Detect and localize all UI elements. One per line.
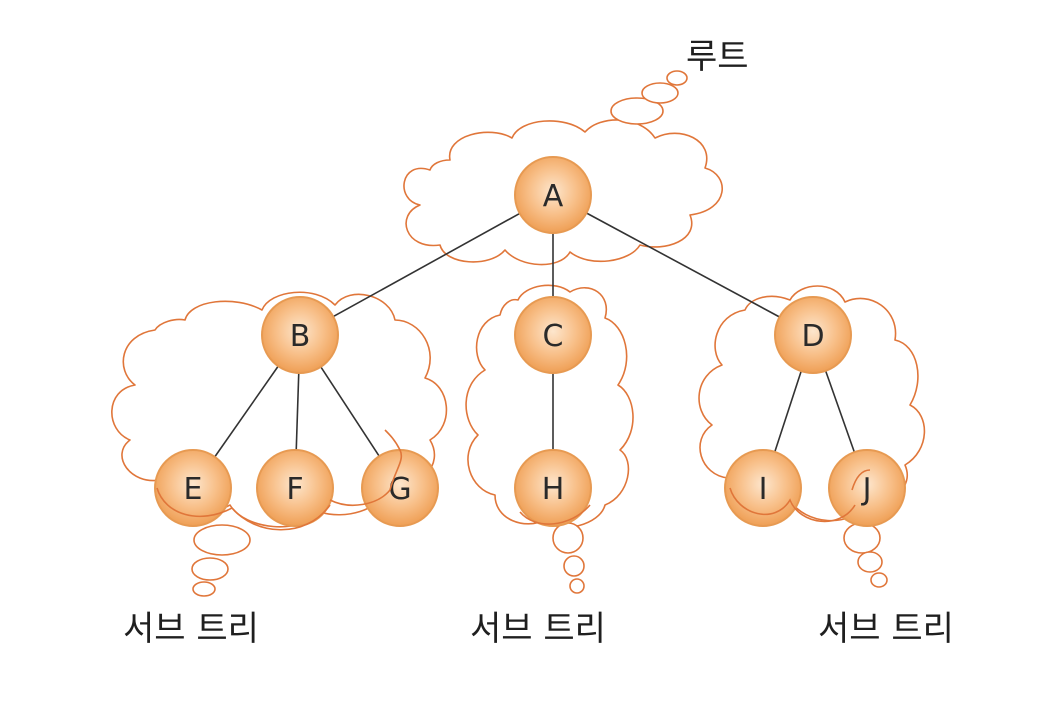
cloud-overlap-j bbox=[851, 469, 871, 491]
cloud-overlap-i bbox=[729, 487, 856, 523]
node-b: B bbox=[261, 296, 339, 374]
root-cloud bbox=[403, 119, 723, 266]
node-circle-j bbox=[828, 449, 906, 527]
subtree-c-cloud bbox=[465, 284, 634, 528]
node-label-b: B bbox=[290, 319, 311, 354]
subtree-label-1: 서브 트리 bbox=[123, 609, 259, 649]
subtree-d-bubble-1 bbox=[843, 522, 881, 554]
cloud-overlap-h bbox=[519, 504, 591, 525]
node-c: C bbox=[514, 296, 592, 374]
node-e: E bbox=[154, 449, 232, 527]
subtree-d-bubble-3 bbox=[870, 572, 888, 588]
node-label-a: A bbox=[543, 179, 564, 214]
cloud-overlap-f bbox=[231, 504, 331, 531]
node-label-e: E bbox=[184, 472, 203, 507]
node-circle-d bbox=[774, 296, 852, 374]
subtree-c-bubble-2 bbox=[563, 555, 585, 577]
node-label-f: F bbox=[286, 472, 303, 507]
node-a: A bbox=[514, 156, 592, 234]
node-circle-f bbox=[256, 449, 334, 527]
subtree-label-3: 서브 트리 bbox=[818, 609, 954, 649]
subtree-d-bubble-2 bbox=[857, 551, 883, 573]
root-bubble-3 bbox=[666, 70, 688, 86]
subtree-b-bubble-1 bbox=[193, 524, 251, 556]
node-label-j: J bbox=[861, 472, 872, 507]
node-label-g: G bbox=[388, 472, 411, 507]
node-circle-b bbox=[261, 296, 339, 374]
node-circle-e bbox=[154, 449, 232, 527]
node-label-c: C bbox=[543, 319, 564, 354]
tree-edges bbox=[214, 212, 856, 458]
edge-d-i bbox=[774, 370, 802, 453]
node-circle-h bbox=[514, 449, 592, 527]
cloud-overlap-g bbox=[329, 429, 403, 506]
edge-a-b bbox=[332, 212, 521, 318]
root-bubble-2 bbox=[641, 82, 679, 104]
tree-nodes: A B C D E F G H I J bbox=[154, 156, 906, 527]
node-g: G bbox=[361, 449, 439, 527]
node-label-i: I bbox=[759, 472, 768, 507]
cloud-overlap-e bbox=[156, 487, 233, 518]
node-d: D bbox=[774, 296, 852, 374]
node-label-h: H bbox=[542, 472, 565, 507]
root-bubble-1 bbox=[610, 97, 664, 125]
edge-d-j bbox=[824, 370, 856, 453]
subtree-b-bubble-3 bbox=[192, 581, 216, 597]
node-label-d: D bbox=[801, 319, 824, 354]
root-label: 루트 bbox=[686, 37, 749, 77]
subtree-label-2: 서브 트리 bbox=[470, 609, 606, 649]
subtree-c-bubble-1 bbox=[552, 522, 584, 554]
edge-b-f bbox=[295, 372, 300, 451]
edge-b-e bbox=[214, 365, 279, 458]
node-circle-c bbox=[514, 296, 592, 374]
edge-b-g bbox=[320, 366, 380, 457]
node-circle-a bbox=[514, 156, 592, 234]
subtree-b-bubble-2 bbox=[191, 557, 229, 581]
node-j: J bbox=[828, 449, 906, 527]
subtree-c-bubble-3 bbox=[569, 578, 585, 594]
node-h: H bbox=[514, 449, 592, 527]
node-f: F bbox=[256, 449, 334, 527]
edge-a-d bbox=[586, 212, 780, 318]
